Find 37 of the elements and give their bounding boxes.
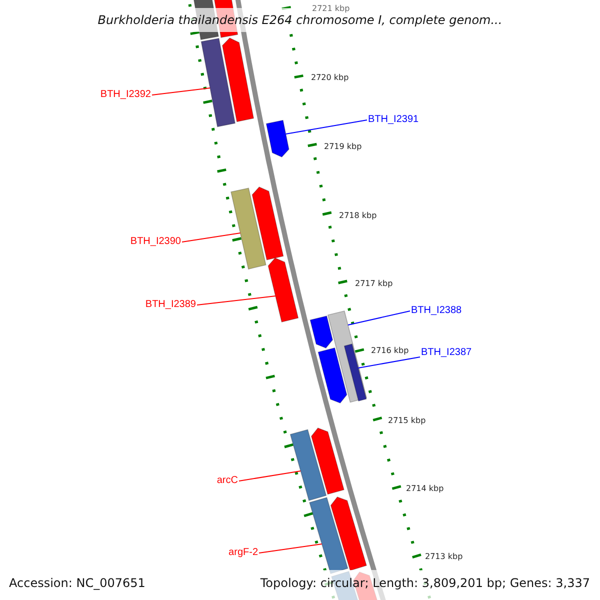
gene-feature [266,120,290,158]
scale-label: 2720 kbp [311,73,349,83]
leader-line [152,88,210,96]
leader-line [285,120,368,134]
leader-line [348,310,410,326]
leader-line [238,470,302,482]
gene-label: BTH_I2387 [421,347,472,359]
gene-feature [310,428,344,495]
scale-label: 2721 kbp [312,4,350,14]
scale-label: 2718 kbp [339,211,377,221]
leader-line [182,232,241,242]
footer-text: Topology: circular; Length: 3,809,201 bp; Genes: 3,337 [260,576,590,590]
footer-text: Accession: NC_007651 [9,576,146,590]
scale-label: 2719 kbp [324,142,362,152]
gene-feature [330,496,367,571]
gene-label: argF-2 [228,547,258,559]
scale-label: 2715 kbp [388,416,426,426]
scale-label: 2717 kbp [355,279,393,289]
gene-feature [268,258,299,322]
gene-label: BTH_I2390 [130,236,181,248]
leader-line [258,544,322,554]
gene-feature [310,316,334,348]
gene-feature [290,429,327,501]
scale-label: 2713 kbp [425,552,463,562]
gene-label: arcC [216,475,238,487]
gene-feature [252,186,284,260]
gene-label: BTH_I2392 [100,89,151,101]
gene-feature [200,38,236,128]
gene-label: BTH_I2389 [145,299,196,311]
leader-line [358,356,420,368]
gene-label: BTH_I2391 [368,114,419,126]
leader-line [196,296,276,306]
gene-feature [344,344,367,402]
scale-label: 2714 kbp [406,484,444,494]
gene-label: BTH_I2388 [411,305,462,317]
scale-label: 2716 kbp [371,346,409,356]
gene-feature [230,188,266,270]
